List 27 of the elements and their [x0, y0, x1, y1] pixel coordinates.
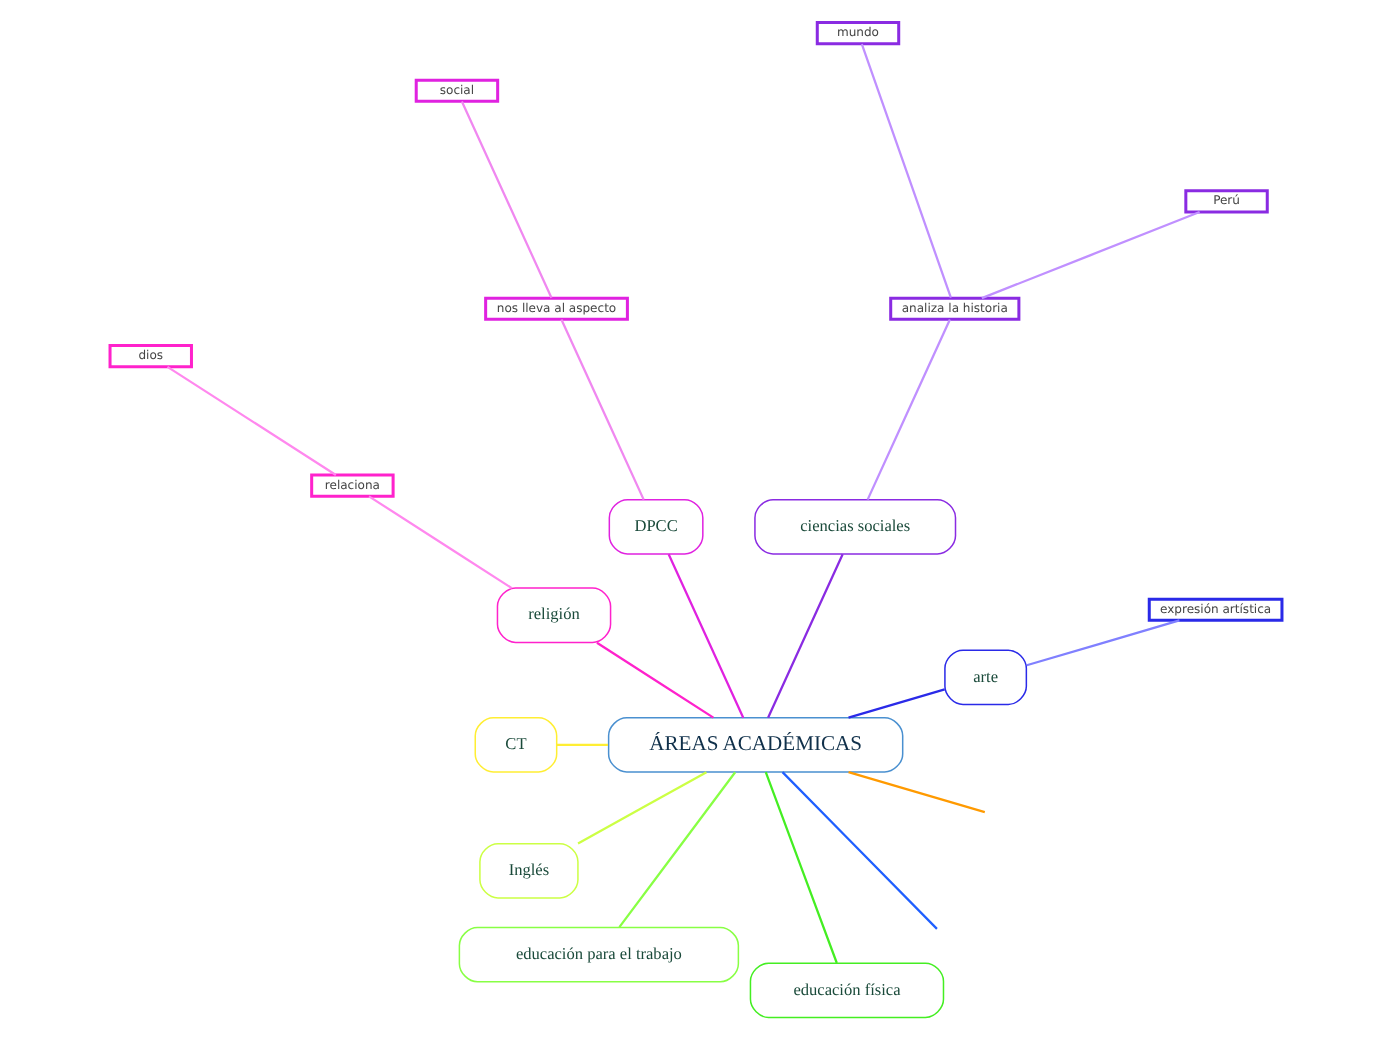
connector [667, 553, 745, 719]
connector [767, 553, 844, 719]
node-box: educación física [749, 962, 945, 1019]
connector [848, 771, 986, 814]
node-box: DPCC [608, 498, 704, 555]
node-box: ÁREAS ACADÉMICAS [607, 716, 904, 773]
connector [866, 319, 951, 501]
connector [577, 771, 707, 845]
connector [166, 365, 337, 477]
connector [981, 211, 1200, 300]
connector [368, 495, 513, 590]
connector [860, 43, 952, 298]
node-box: CT [474, 716, 558, 773]
node-box: arte [944, 649, 1028, 706]
connector [596, 641, 714, 719]
node-box: religión [496, 587, 612, 644]
connector [781, 771, 938, 930]
node-box: educación para el trabajo [458, 926, 740, 983]
connector [556, 743, 608, 746]
connector [1026, 619, 1180, 667]
connector [460, 101, 553, 299]
node-box: Inglés [479, 842, 579, 899]
connector [764, 771, 838, 964]
node-box: ciencias sociales [754, 498, 957, 555]
connector [848, 688, 945, 719]
connector [560, 319, 645, 501]
connector [618, 771, 737, 928]
